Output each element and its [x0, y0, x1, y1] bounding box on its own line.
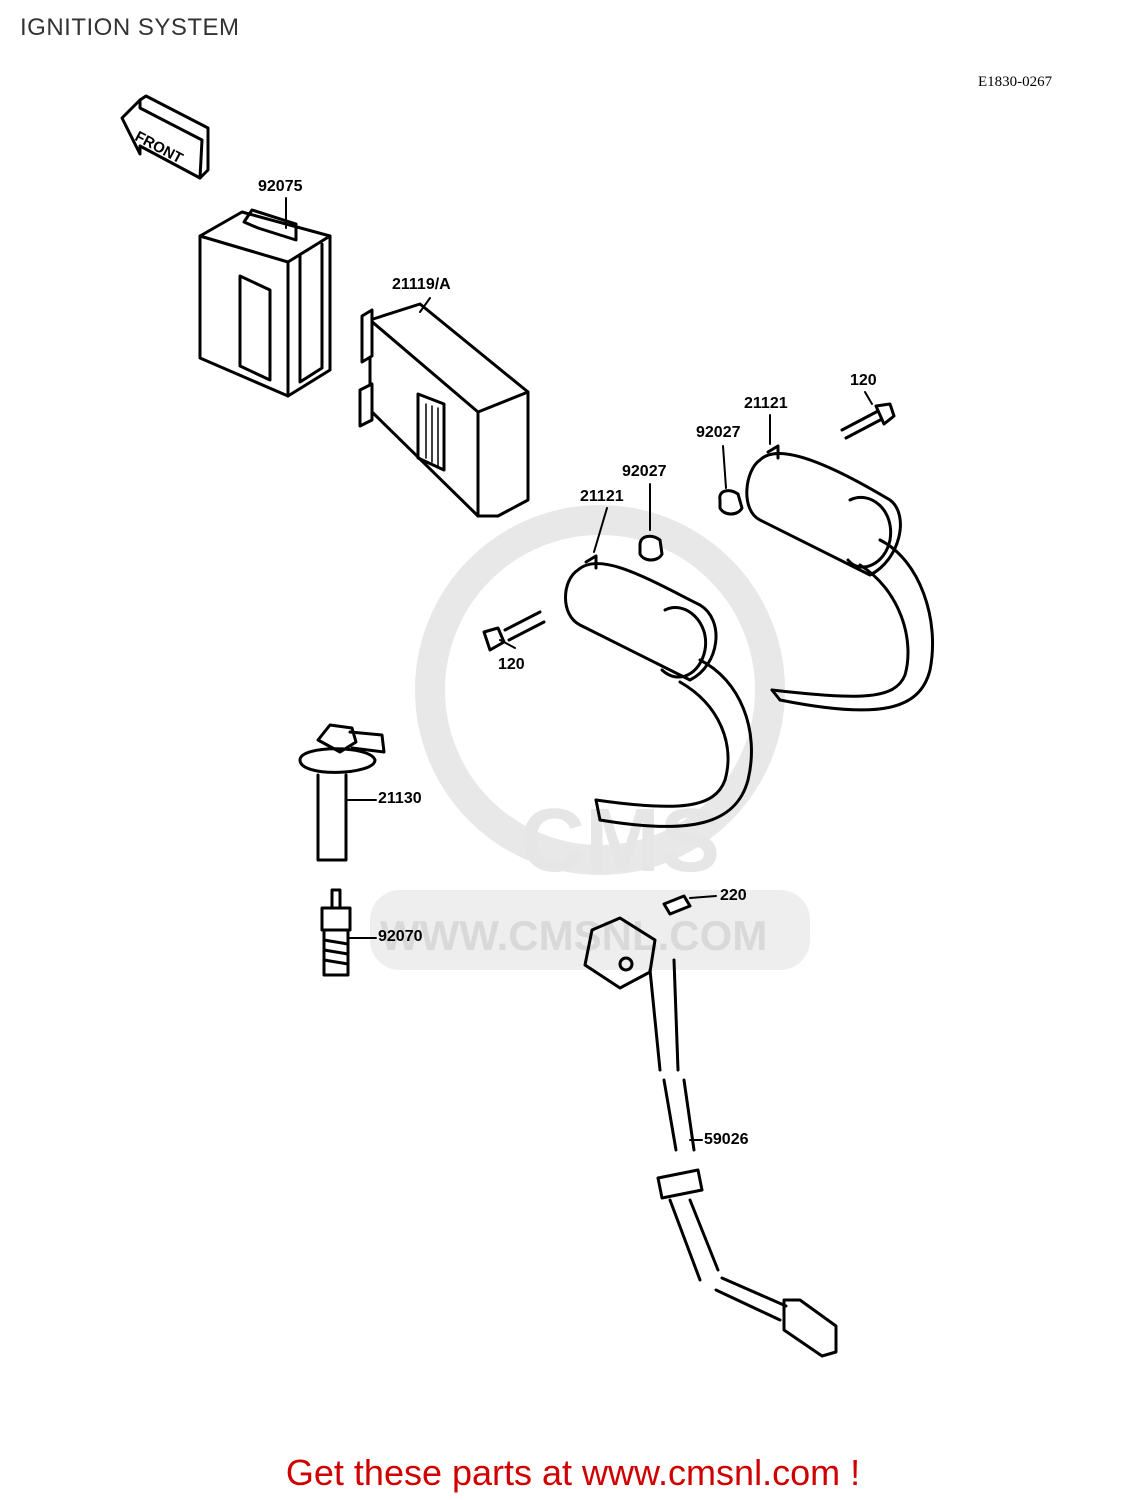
watermark-brand: CMS [520, 791, 720, 891]
callout-120-lower: 120 [498, 656, 525, 673]
callout-120-upper: 120 [850, 372, 877, 389]
callout-92027-upper: 92027 [696, 424, 741, 441]
plug-cap-21130 [298, 723, 386, 862]
watermark-url: WWW.CMSNL.COM [380, 912, 768, 959]
callout-92070: 92070 [378, 928, 423, 945]
front-arrow-icon [120, 94, 210, 180]
spark-plug-92070 [320, 888, 352, 977]
callout-92075: 92075 [258, 178, 303, 195]
page-title: IGNITION SYSTEM [20, 14, 240, 41]
callout-21130: 21130 [378, 790, 422, 807]
ignition-coil-lower [482, 534, 753, 829]
callout-21121-upper: 21121 [744, 395, 788, 412]
promo-link[interactable]: Get these parts at www.cmsnl.com ! [285, 1452, 861, 1493]
callout-59026: 59026 [704, 1131, 749, 1148]
ignition-coil-upper [718, 402, 935, 712]
callout-21121-lower: 21121 [580, 488, 624, 505]
leader-lines [285, 197, 873, 1141]
callout-92027-lower: 92027 [622, 463, 667, 480]
cover-box-92075 [198, 208, 332, 398]
pickup-coil-59026 [583, 894, 838, 1358]
callout-220: 220 [720, 887, 747, 904]
diagram-code: E1830-0267 [978, 74, 1053, 90]
callout-21119-a: 21119/A [392, 276, 451, 293]
igniter-unit-21119 [358, 302, 530, 518]
